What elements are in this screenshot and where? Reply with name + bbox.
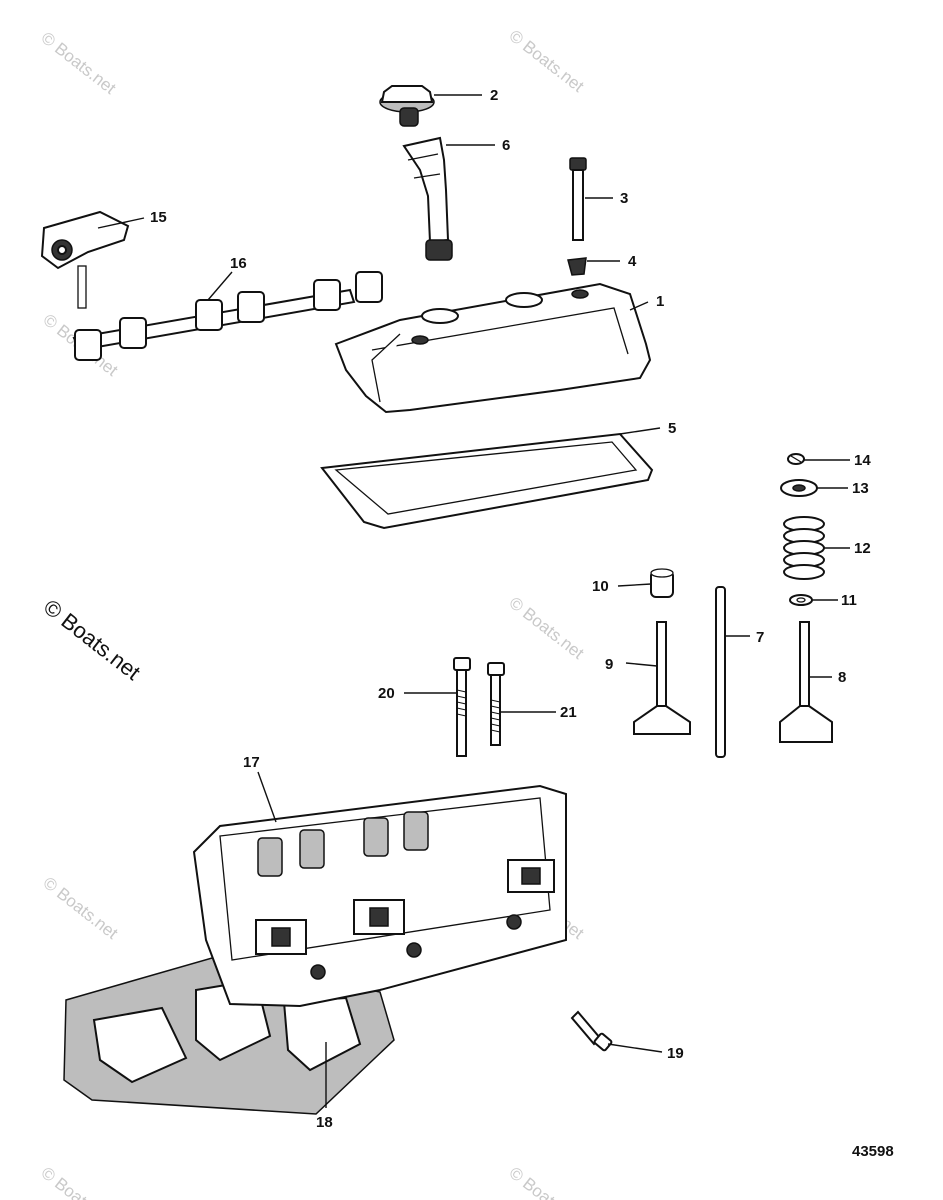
part-valve-spring bbox=[783, 516, 825, 580]
watermark-text: © Boats.net bbox=[506, 26, 588, 96]
callout-5: 5 bbox=[668, 420, 676, 437]
callout-16: 16 bbox=[230, 255, 247, 272]
callout-20: 20 bbox=[378, 685, 395, 702]
callout-21: 21 bbox=[560, 704, 577, 721]
callout-17: 17 bbox=[243, 754, 260, 771]
part-rocker-arm bbox=[40, 210, 130, 309]
callout-10: 10 bbox=[592, 578, 609, 595]
part-head-bolt-long bbox=[487, 662, 505, 746]
callout-19: 19 bbox=[667, 1045, 684, 1062]
part-shim bbox=[789, 594, 813, 606]
callout-4: 4 bbox=[628, 253, 637, 270]
part-grommet-4 bbox=[567, 257, 587, 276]
watermark-text: © Boats.net bbox=[38, 1163, 120, 1200]
part-head-bolt-short bbox=[453, 657, 471, 757]
callout-13: 13 bbox=[852, 480, 869, 497]
part-valve-cover-gasket bbox=[320, 432, 654, 530]
watermark-text: © Boats.net bbox=[506, 1163, 588, 1200]
watermark-text: © Boats.net bbox=[38, 28, 120, 98]
watermark-text: © Boats.net bbox=[506, 593, 588, 663]
callout-18: 18 bbox=[316, 1114, 333, 1131]
part-bolt-3 bbox=[569, 157, 587, 241]
part-exhaust-valve bbox=[779, 621, 833, 743]
callout-12: 12 bbox=[854, 540, 871, 557]
callout-9: 9 bbox=[605, 656, 613, 673]
callout-14: 14 bbox=[854, 452, 871, 469]
watermark-text: © Boats.net bbox=[40, 873, 122, 943]
part-spring-retainer bbox=[780, 479, 818, 497]
callout-3: 3 bbox=[620, 190, 628, 207]
callout-1: 1 bbox=[656, 293, 664, 310]
callout-7: 7 bbox=[756, 629, 764, 646]
callout-numbers: 1 2 3 4 5 6 7 8 9 10 11 12 13 14 15 16 1… bbox=[150, 87, 871, 1131]
part-cylinder-head bbox=[192, 784, 567, 1008]
callout-6: 6 bbox=[502, 137, 510, 154]
callout-8: 8 bbox=[838, 669, 846, 686]
leader-lines bbox=[97, 94, 850, 1108]
part-intake-valve bbox=[633, 621, 691, 735]
part-oil-fill-cap bbox=[379, 85, 435, 127]
callout-2: 2 bbox=[490, 87, 498, 104]
part-valve-cover bbox=[334, 282, 652, 414]
part-bolt-19 bbox=[570, 1010, 613, 1052]
cylinder-head-springs bbox=[257, 811, 429, 877]
part-push-rod bbox=[715, 586, 726, 758]
part-valve-keepers bbox=[787, 453, 805, 465]
callout-11: 11 bbox=[841, 592, 857, 609]
diagram-reference-number: 43598 bbox=[852, 1143, 894, 1160]
callout-15: 15 bbox=[150, 209, 167, 226]
part-valve-seal bbox=[650, 568, 674, 598]
part-filler-tube bbox=[402, 136, 453, 261]
watermark-text-large: © Boats.net bbox=[39, 594, 145, 685]
part-rocker-rail bbox=[72, 271, 383, 361]
